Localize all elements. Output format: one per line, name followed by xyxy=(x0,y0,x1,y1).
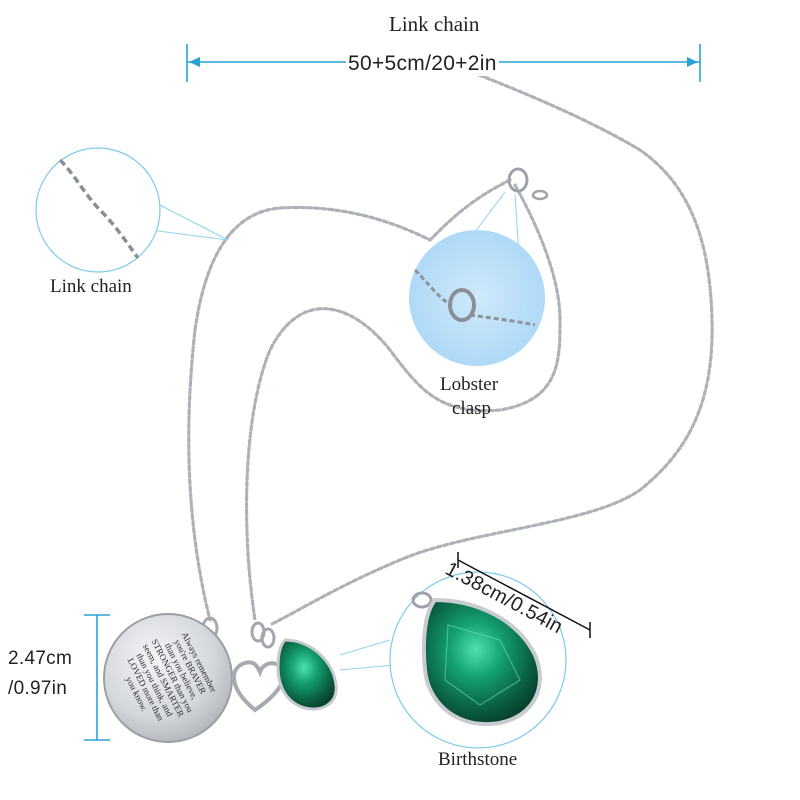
birthstone-callout xyxy=(339,571,567,749)
total-length-label: 50+5cm/20+2in xyxy=(346,52,499,76)
pendant-size-dimension xyxy=(457,552,591,638)
lobster-clasp-label-line1: Lobster xyxy=(440,374,499,395)
birthstone-label: Birthstone xyxy=(438,749,518,770)
tag-size-label-line2: /0.97in xyxy=(8,678,68,699)
lobster-clasp-label-line2: clasp xyxy=(452,398,492,419)
tag-size-label-line1: 2.47cm xyxy=(8,648,73,669)
lobster-clasp-callout xyxy=(409,191,545,366)
small-birthstone-pendant xyxy=(276,638,338,711)
link-chain-callout xyxy=(35,147,229,273)
top-title-label: Link chain xyxy=(389,12,480,36)
necklace-chain xyxy=(187,58,714,627)
tag-size-dimension xyxy=(84,614,110,741)
link-chain-label: Link chain xyxy=(50,276,132,297)
clasp-on-chain xyxy=(507,167,549,201)
